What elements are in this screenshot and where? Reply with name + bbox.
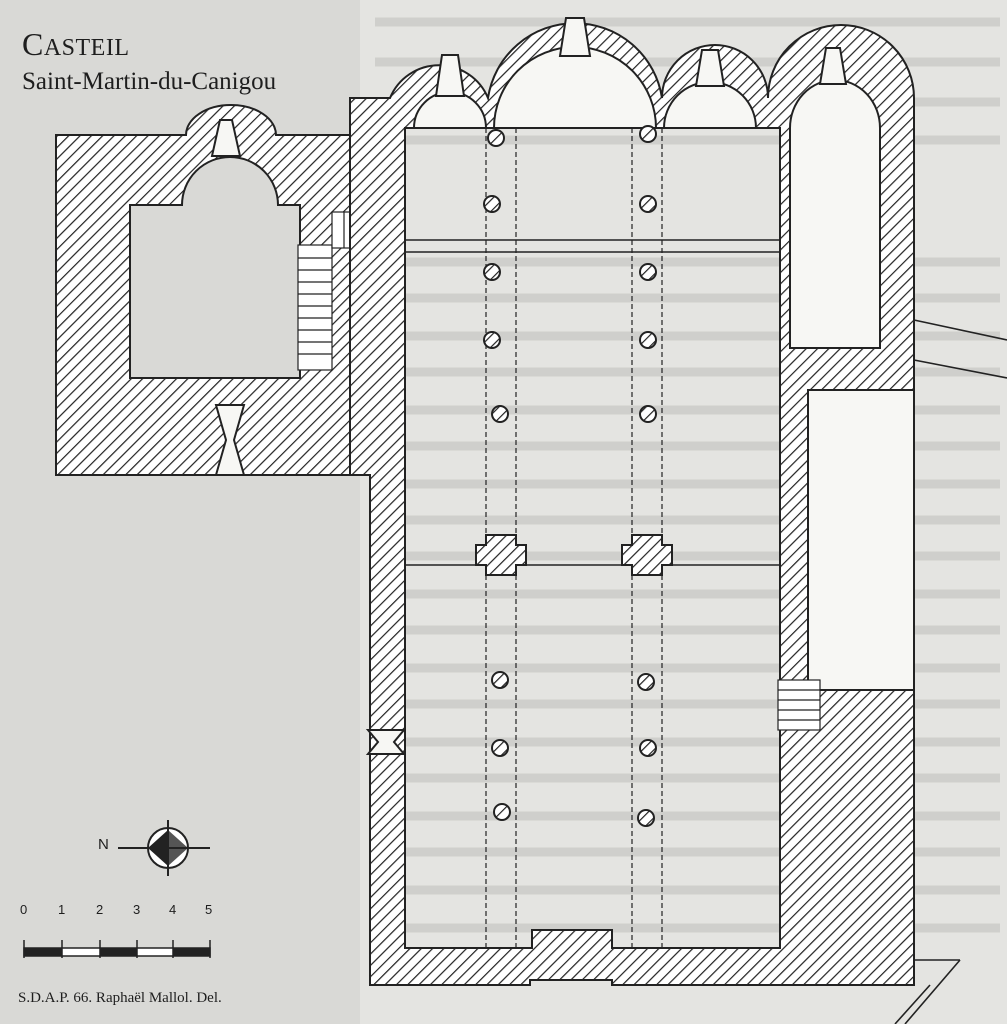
scale-label-1: 1 (58, 902, 66, 917)
scale-label-2: 2 (96, 902, 104, 917)
apse-window-3 (694, 49, 726, 87)
scale-label-0: 0 (20, 902, 28, 917)
scale-label-3: 3 (133, 902, 141, 917)
east-chamber (807, 389, 915, 691)
west-chapel-door (214, 404, 246, 476)
page-title: CASTEIL (22, 26, 130, 63)
scale-label-5: 5 (205, 902, 213, 917)
main-church-walls (349, 17, 915, 986)
title-initial: C (22, 26, 44, 62)
compass-north-label: N (98, 836, 109, 853)
west-side-door (365, 729, 407, 755)
west-chapel-apse-window (210, 119, 242, 157)
scale-label-4: 4 (169, 902, 177, 917)
round-columns (483, 125, 657, 827)
apse-window-2 (558, 17, 592, 57)
transverse-lines (405, 239, 780, 566)
page-subtitle: Saint-Martin-du-Canigou (22, 68, 277, 95)
nave-arcade-lines (485, 128, 663, 948)
east-stairs (777, 679, 821, 731)
cloister-outline (894, 319, 1007, 1024)
title-rest: ASTEIL (43, 35, 130, 61)
cruciform-piers (475, 534, 673, 576)
compass-icon (118, 820, 210, 876)
apse-window-1 (434, 54, 466, 97)
west-chapel-walls (55, 104, 371, 476)
scale-bar (23, 940, 211, 958)
apse-window-4 (818, 47, 848, 85)
west-chapel-outer-wall (55, 104, 371, 476)
drawing-credit: S.D.A.P. 66. Raphaël Mallol. Del. (18, 990, 222, 1006)
